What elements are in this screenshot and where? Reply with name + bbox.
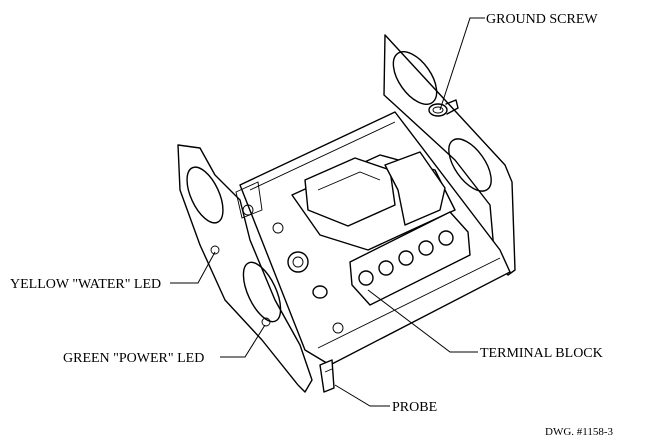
drawing-number: DWG. #1158-3 — [545, 426, 614, 438]
probe — [319, 359, 335, 393]
yellow-led-label: YELLOW "WATER" LED — [10, 277, 161, 292]
board-components — [235, 181, 344, 334]
ground-screw-label: GROUND SCREW — [486, 12, 598, 27]
left-bracket — [177, 144, 313, 393]
transformer — [291, 151, 456, 251]
ground-screw — [428, 99, 459, 117]
terminal-block-label: TERMINAL BLOCK — [480, 346, 603, 361]
green-led-label: GREEN "POWER" LED — [63, 351, 204, 366]
probe-label: PROBE — [392, 400, 437, 415]
terminal-block — [349, 211, 471, 306]
leader-lines — [170, 17, 485, 407]
